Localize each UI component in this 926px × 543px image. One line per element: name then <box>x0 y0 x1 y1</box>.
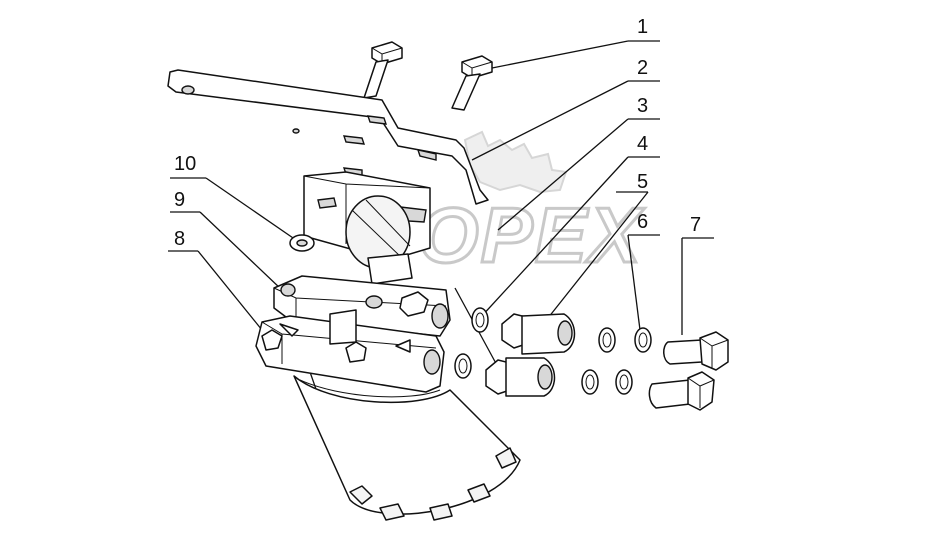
sealing-washers <box>454 307 652 395</box>
callout-4: 4 <box>637 133 648 155</box>
union-fittings-part-4 <box>485 313 576 397</box>
callout-6: 6 <box>637 211 648 233</box>
callout-10: 10 <box>174 153 196 175</box>
callout-9: 9 <box>174 189 185 211</box>
opex-watermark: OPEX <box>417 130 645 281</box>
callout-7: 7 <box>690 214 701 236</box>
plug-bolts-part-7 <box>648 331 729 411</box>
callout-1: 1 <box>637 16 648 38</box>
callout-8: 8 <box>174 228 185 250</box>
bolt-part-1 <box>363 41 493 111</box>
filter-base-part-8 <box>255 309 521 521</box>
washer-part-10 <box>289 234 315 252</box>
callout-5: 5 <box>637 171 648 193</box>
mounting-bracket-part-2 <box>167 69 489 205</box>
watermark-text: OPEX <box>418 191 645 279</box>
callout-numbers: 1 2 3 4 5 6 7 8 9 10 <box>174 16 701 250</box>
filter-head-block-part-9 <box>273 171 451 337</box>
callout-2: 2 <box>637 57 648 79</box>
callout-3: 3 <box>637 95 648 117</box>
